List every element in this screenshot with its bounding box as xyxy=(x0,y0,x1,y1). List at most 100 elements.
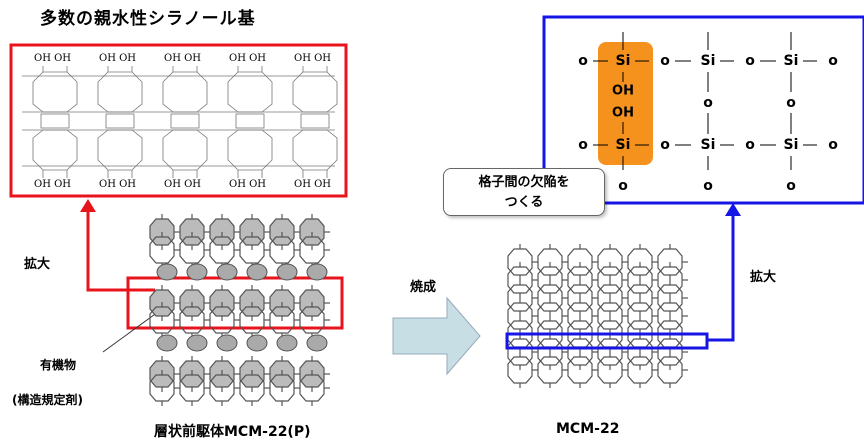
zeolite-cage xyxy=(269,374,295,402)
product-structure xyxy=(507,244,688,388)
lattice-cage xyxy=(105,113,135,129)
precursor-caption: 層状前駆体MCM-22(P) xyxy=(154,424,311,440)
zeolite-cage xyxy=(597,356,623,384)
calcination-label: 焼成 xyxy=(410,280,437,295)
oxygen-atom: o xyxy=(786,95,796,111)
zeolite-cage xyxy=(537,338,563,366)
zoom-label-left: 拡大 xyxy=(24,257,51,272)
zeolite-cage xyxy=(627,266,653,294)
oh-pair: OH OH xyxy=(164,53,202,64)
lattice-cage xyxy=(40,113,70,129)
defect-callout: 格子間の欠陥を つくる xyxy=(443,168,605,216)
zeolite-cage xyxy=(179,374,205,402)
oh-pair: OH OH xyxy=(34,179,72,190)
lattice-cage xyxy=(292,129,338,171)
zeolite-cage xyxy=(149,236,175,264)
zeolite-cage xyxy=(657,266,683,294)
zoom-arrow-right-head xyxy=(725,203,741,216)
lattice-cage xyxy=(235,113,265,129)
zeolite-cage xyxy=(507,266,533,294)
zeolite-cage xyxy=(657,356,683,384)
zeolite-cage xyxy=(567,356,593,384)
oxygen-atom: o xyxy=(745,53,755,69)
oxygen-atom: o xyxy=(660,53,670,69)
organic-molecule xyxy=(186,334,208,352)
callout-line-2: つくる xyxy=(504,195,544,210)
lattice-cage xyxy=(170,113,200,129)
oxygen-atom: o xyxy=(745,137,755,153)
precursor-structure xyxy=(149,214,330,406)
zeolite-cage xyxy=(507,284,533,312)
zeolite-cage xyxy=(627,356,653,384)
zeolite-cage xyxy=(507,320,533,348)
silicon-atom: Si xyxy=(701,137,716,153)
oh-pair: OH OH xyxy=(294,179,332,190)
zeolite-cage xyxy=(597,338,623,366)
oxygen-atom: o xyxy=(660,137,670,153)
zeolite-cage xyxy=(239,236,265,264)
precursor-zoom-box xyxy=(126,276,344,330)
zoom-arrow-right xyxy=(707,214,735,342)
zeolite-cage xyxy=(209,236,235,264)
zeolite-cage xyxy=(537,266,563,294)
zoom-arrow-left-head xyxy=(80,199,96,212)
organic-molecule xyxy=(156,263,178,281)
surface-lattice xyxy=(22,66,338,178)
zeolite-cage xyxy=(239,374,265,402)
zeolite-cage xyxy=(507,248,533,276)
oxygen-atom: o xyxy=(786,178,796,194)
zeolite-cage xyxy=(299,374,325,402)
zeolite-cage xyxy=(209,306,235,334)
zeolite-cage xyxy=(567,284,593,312)
zeolite-cage xyxy=(597,248,623,276)
lattice-cage xyxy=(97,129,143,171)
calcination-arrow xyxy=(392,296,481,376)
oxygen-atom: o xyxy=(578,53,588,69)
zeolite-cage xyxy=(597,284,623,312)
zeolite-cage xyxy=(149,374,175,402)
organic-molecule xyxy=(306,263,328,281)
organic-molecule xyxy=(246,334,268,352)
zeolite-cage xyxy=(299,236,325,264)
organic-molecule xyxy=(216,263,238,281)
zeolite-cage xyxy=(657,320,683,348)
zeolite-cage xyxy=(239,306,265,334)
zeolite-cage xyxy=(657,284,683,312)
oxygen-atom: o xyxy=(828,137,838,153)
zeolite-cage xyxy=(269,306,295,334)
zeolite-cage xyxy=(597,302,623,330)
oxygen-atom: o xyxy=(618,178,628,194)
surface-zoom-box xyxy=(9,43,348,198)
zeolite-cage xyxy=(537,320,563,348)
organic-molecule xyxy=(186,263,208,281)
lattice-cage xyxy=(162,129,208,171)
defect-zoom-box xyxy=(542,15,864,205)
zeolite-cage xyxy=(567,338,593,366)
hydroxyl-group: OH xyxy=(612,84,634,99)
zeolite-cage xyxy=(537,356,563,384)
organic-molecule xyxy=(216,334,238,352)
silicon-atom: Si xyxy=(784,137,799,153)
zeolite-cage xyxy=(657,338,683,366)
oh-pair: OH OH xyxy=(229,179,267,190)
oxygen-atom: o xyxy=(703,178,713,194)
lattice-cage xyxy=(32,71,78,113)
zeolite-cage xyxy=(627,302,653,330)
zeolite-cage xyxy=(657,248,683,276)
zeolite-cage xyxy=(627,338,653,366)
lattice-cage xyxy=(32,129,78,171)
organic-molecule xyxy=(276,263,298,281)
silicon-atom: Si xyxy=(616,53,631,69)
lattice-cage xyxy=(97,71,143,113)
lattice-cage xyxy=(300,113,330,129)
zeolite-cage xyxy=(597,266,623,294)
zeolite-cage xyxy=(507,302,533,330)
zeolite-cage xyxy=(537,284,563,312)
silanol-highlight xyxy=(598,42,653,165)
oxygen-atom: o xyxy=(828,53,838,69)
zeolite-cage xyxy=(567,266,593,294)
zeolite-cage xyxy=(537,248,563,276)
zeolite-cage xyxy=(567,302,593,330)
